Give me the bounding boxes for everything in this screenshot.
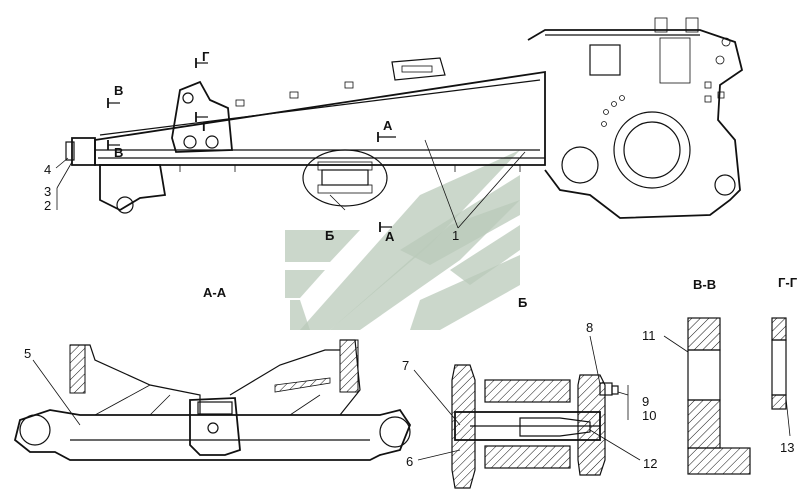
- mark-a-top: А: [383, 118, 393, 133]
- section-vv-title: В-В: [693, 277, 716, 292]
- callout-4: 4: [44, 162, 51, 177]
- main-callouts: 1 4 3 2: [44, 139, 526, 243]
- mark-g-top: Г: [202, 49, 210, 64]
- mark-v-top: В: [114, 83, 123, 98]
- detail-b-title: Б: [518, 295, 527, 310]
- mark-g-bottom: Г: [202, 119, 210, 134]
- callout-1: 1: [452, 228, 459, 243]
- section-aa-title: А-А: [203, 285, 227, 300]
- callout-10: 10: [642, 408, 656, 423]
- main-frame-view: [65, 17, 744, 219]
- section-vv-view: В-В 11: [642, 277, 751, 475]
- callout-3: 3: [44, 184, 51, 199]
- callout-12: 12: [643, 456, 657, 471]
- section-aa-view: А-А 5: [13, 285, 412, 461]
- section-marks: В В Г Г А А Б: [107, 49, 396, 244]
- mark-a-bottom: А: [385, 229, 395, 244]
- callout-2: 2: [44, 198, 51, 213]
- callout-11: 11: [642, 328, 656, 343]
- callout-5: 5: [24, 346, 31, 361]
- watermark-logo: [285, 150, 520, 330]
- section-gg-view: Г-Г 13: [771, 275, 798, 455]
- mark-b: Б: [325, 228, 334, 243]
- detail-b-view: Б 7 6 8 9 10 12: [402, 295, 657, 489]
- callout-9: 9: [642, 394, 649, 409]
- mark-v-bottom: В: [114, 145, 123, 160]
- section-gg-title: Г-Г: [778, 275, 798, 290]
- callout-7: 7: [402, 358, 409, 373]
- callout-13: 13: [780, 440, 794, 455]
- callout-8: 8: [586, 320, 593, 335]
- callout-6: 6: [406, 454, 413, 469]
